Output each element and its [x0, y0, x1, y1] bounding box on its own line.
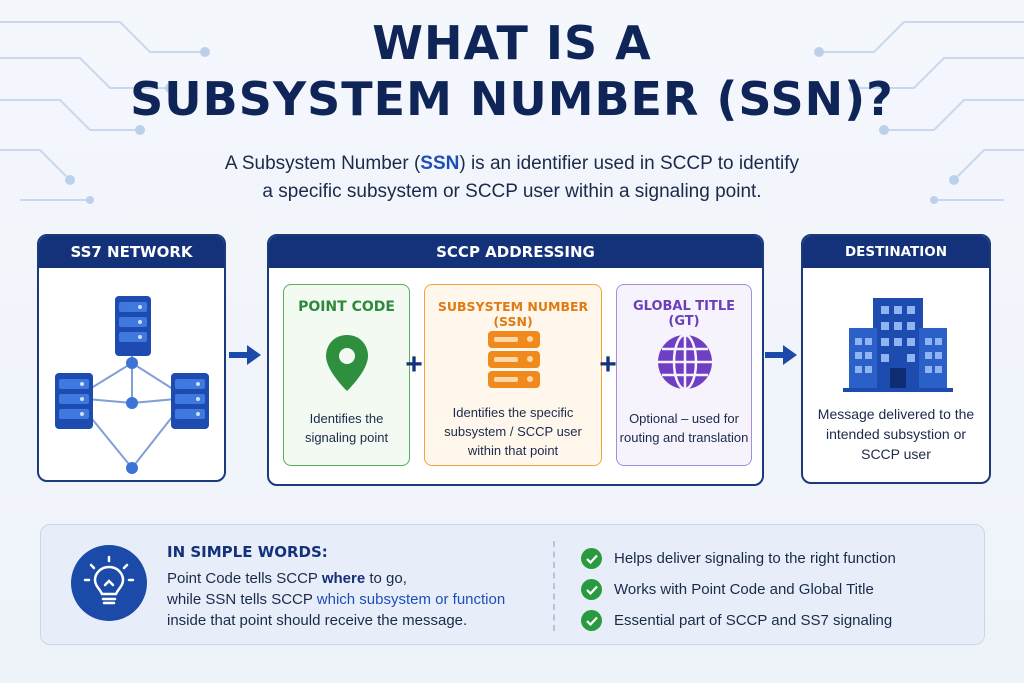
ssn-card: SUBSYSTEM NUMBER (SSN) Identifies the sp… [424, 284, 602, 466]
sw-line2-a: while SSN tells SCCP [167, 591, 317, 608]
plus-sign-1: + [405, 348, 423, 381]
point-code-title: POINT CODE [298, 299, 395, 315]
ssn-title: SUBSYSTEM NUMBER (SSN) [437, 299, 589, 329]
global-title-desc-line2: routing and translation [619, 430, 749, 445]
sw-line2-b: which subsystem or function [316, 591, 506, 608]
global-title-title: GLOBAL TITLE (GT) [632, 299, 736, 329]
simple-words-box: IN SIMPLE WORDS: Point Code tells SCCP w… [40, 524, 985, 645]
sw-line1-a: Point Code tells SCCP [167, 570, 322, 587]
simple-words-line2: while SSN tells SCCP which subsystem or … [167, 589, 505, 610]
simple-words-line1: Point Code tells SCCP where to go, [167, 568, 505, 589]
server-stack-icon [488, 331, 540, 388]
circuit-decoration-right [814, 21, 1024, 204]
server-network-icon [55, 296, 209, 474]
benefit-item: Helps deliver signaling to the right fun… [581, 543, 896, 574]
benefit-text: Essential part of SCCP and SS7 signaling [614, 612, 893, 629]
benefit-item: Works with Point Code and Global Title [581, 574, 896, 605]
check-icon [581, 548, 602, 569]
benefit-text: Helps deliver signaling to the right fun… [614, 550, 896, 567]
subtitle-text-b: ) is an identifier used in SCCP to ident… [459, 153, 800, 174]
ssn-desc: Identifies the specific subsystem / SCCP… [425, 403, 601, 460]
simple-words-text: Point Code tells SCCP where to go, while… [167, 568, 505, 631]
check-icon [581, 579, 602, 600]
subtitle: A Subsystem Number (SSN) is an identifie… [0, 150, 1024, 206]
ss7-panel-title: SS7 NETWORK [39, 236, 224, 268]
ssn-desc-line1: Identifies the specific [452, 405, 574, 420]
dest-desc: Message delivered to the intended subsys… [803, 404, 989, 464]
subtitle-highlight: SSN [420, 153, 460, 174]
subtitle-text-a: A Subsystem Number ( [224, 153, 421, 174]
destination-subsystem-panel: DESTINATION SUBSYSTEM Message delivered … [801, 234, 991, 484]
point-code-desc-line1: Identifies the [309, 411, 384, 426]
arrow-right-icon [765, 345, 797, 365]
simple-words-title: IN SIMPLE WORDS: [167, 543, 328, 561]
ssn-desc-line3: within that point [467, 443, 559, 458]
subtitle-line1: A Subsystem Number (SSN) is an identifie… [0, 150, 1024, 178]
lightbulb-icon [71, 545, 147, 621]
ssn-desc-line2: subsystem / SCCP user [444, 424, 582, 439]
building-icon [843, 298, 953, 392]
dest-desc-line2: intended subsystion or [825, 426, 967, 442]
dest-panel-title: DESTINATION SUBSYSTEM [803, 236, 989, 292]
circuit-decoration-left [0, 21, 210, 204]
point-code-desc-line2: signaling point [304, 430, 389, 445]
check-icon [581, 610, 602, 631]
arrow-right-icon [229, 345, 261, 365]
point-code-desc: Identifies the signaling point [284, 409, 409, 447]
benefit-item: Essential part of SCCP and SS7 signaling [581, 605, 896, 636]
point-code-card: POINT CODE Identifies the signaling poin… [283, 284, 410, 466]
location-pin-icon [326, 335, 368, 391]
simple-words-line3: inside that point should receive the mes… [167, 612, 468, 629]
dest-desc-line3: SCCP user [861, 446, 931, 462]
subtitle-line2: a specific subsystem or SCCP user within… [262, 181, 762, 202]
benefits-list: Helps deliver signaling to the right fun… [581, 543, 896, 636]
globe-icon [658, 333, 712, 391]
page-title-line1: WHAT IS A [372, 16, 652, 70]
sccp-addressing-panel: SCCP ADDRESSING POINT CODE Identifies th… [267, 234, 764, 486]
dashed-divider [553, 541, 555, 631]
sw-line1-c: to go, [365, 570, 407, 587]
global-title-desc-line1: Optional – used for [629, 411, 739, 426]
dest-desc-line1: Message delivered to the [817, 406, 975, 422]
global-title-desc: Optional – used for routing and translat… [617, 409, 751, 447]
benefit-text: Works with Point Code and Global Title [614, 581, 874, 598]
ss7-network-panel: SS7 NETWORK [37, 234, 226, 482]
sccp-panel-title: SCCP ADDRESSING [269, 236, 762, 268]
global-title-card: GLOBAL TITLE (GT) Optional – used for ro… [616, 284, 752, 466]
sw-line1-b: where [321, 570, 366, 587]
page-title-line2: SUBSYSTEM NUMBER (SSN)? [130, 72, 894, 126]
plus-sign-2: + [599, 348, 617, 381]
